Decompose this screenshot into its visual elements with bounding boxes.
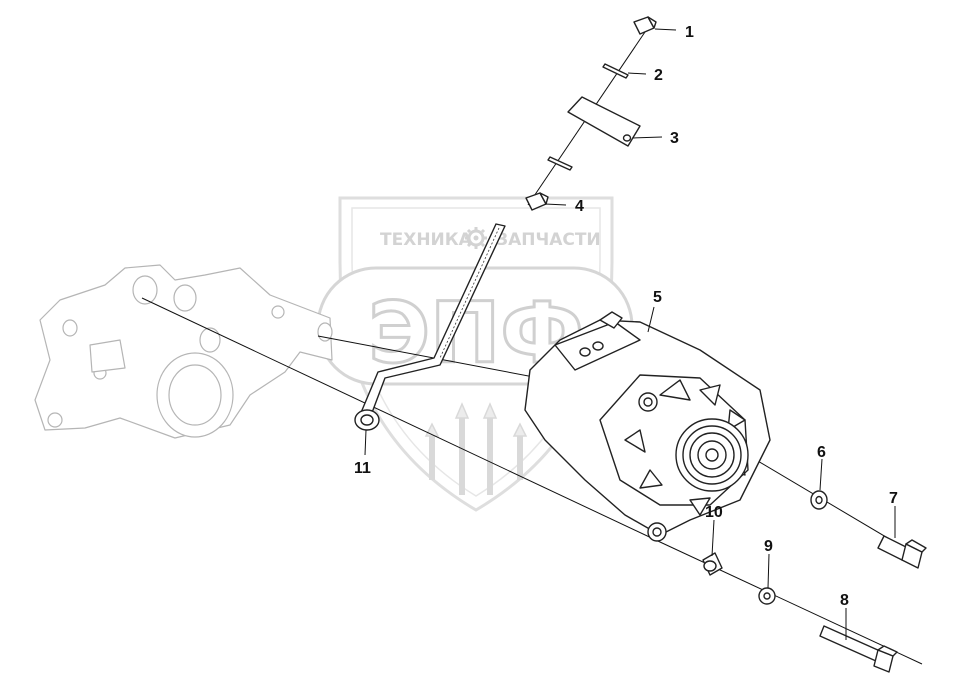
part-3-washer <box>547 156 573 171</box>
part-1-nut <box>633 16 657 35</box>
callout-1: 1 <box>685 24 694 41</box>
watermark-text-right: ЗАПЧАСТИ <box>496 230 601 250</box>
part-9-washer <box>758 587 776 605</box>
callout-9: 9 <box>764 538 773 555</box>
callout-7: 7 <box>889 490 898 507</box>
part-2-washer <box>602 63 629 79</box>
part-5-alternator <box>524 311 771 542</box>
callout-4: 4 <box>575 198 584 215</box>
callout-5: 5 <box>653 289 662 306</box>
pulley <box>675 418 749 492</box>
callout-3: 3 <box>670 130 679 147</box>
gear-icon <box>465 227 487 249</box>
watermark-text-left: ТЕХНИКА <box>380 230 473 250</box>
wheat-decoration <box>429 410 523 495</box>
callout-10: 10 <box>705 504 723 521</box>
leader-lines <box>364 28 896 640</box>
part-11-adjusting-rod <box>354 223 506 431</box>
part-10-spacer <box>702 552 723 576</box>
part-8-bolt <box>819 625 898 673</box>
callout-11: 11 <box>354 460 371 477</box>
part-6-washer <box>810 490 828 510</box>
callout-labels: 1 2 3 4 5 6 7 8 9 10 11 <box>354 24 898 609</box>
part-3-strap <box>567 96 641 147</box>
callout-6: 6 <box>817 444 826 461</box>
mounting-bracket <box>34 264 333 439</box>
callout-8: 8 <box>840 592 849 609</box>
part-7-bolt <box>877 535 927 569</box>
callout-2: 2 <box>654 67 663 84</box>
